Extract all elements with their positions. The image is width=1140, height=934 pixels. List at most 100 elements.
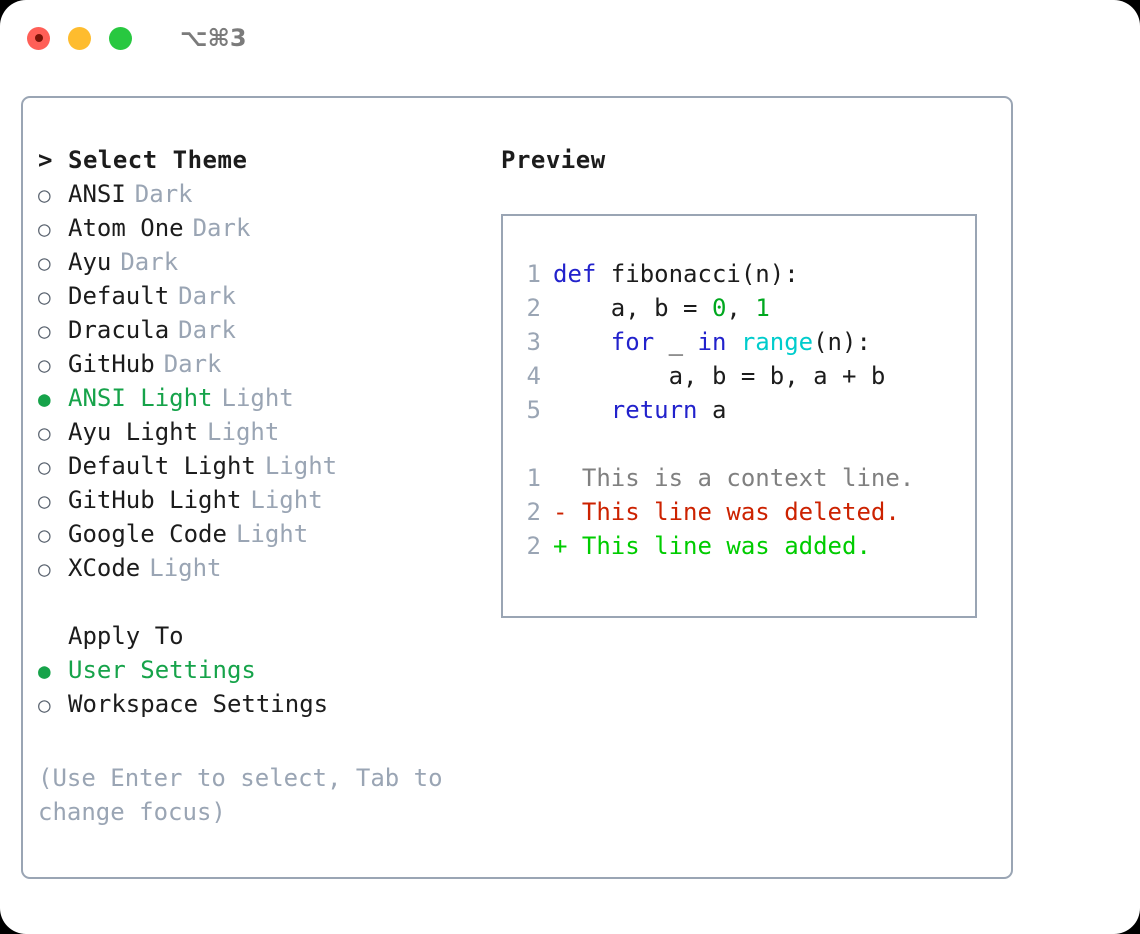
caret-icon: > (38, 146, 53, 174)
maximize-window-button[interactable] (109, 26, 132, 50)
diff-line-number: 1 (526, 464, 541, 492)
diff-line-number: 2 (526, 498, 541, 526)
radio-unselected-icon: ○ (38, 319, 51, 343)
apply-to-prefix (38, 622, 68, 650)
diff-marker: - (553, 498, 582, 526)
traffic-lights (27, 26, 132, 50)
radio-unselected-icon: ○ (38, 183, 51, 207)
radio-unselected-icon: ○ (38, 693, 51, 717)
apply-to-option[interactable]: ●User Settings (38, 656, 488, 690)
code-token-plain: a, b = b, a + b (553, 362, 886, 390)
code-line: 2 a, b = 0, 1 (515, 294, 975, 328)
theme-list-item[interactable]: ○ Ayu Light Light (38, 418, 488, 452)
line-number: 5 (526, 396, 541, 424)
code-token-kw: return (610, 396, 712, 424)
theme-kind-badge: Light (250, 486, 323, 514)
close-icon (34, 34, 43, 42)
code-token-plain (553, 328, 611, 356)
close-window-button[interactable] (27, 26, 50, 50)
diff-sample: 1 This is a context line.2- This line wa… (515, 464, 975, 566)
theme-name: Default Light (68, 452, 256, 480)
radio-unselected-icon: ○ (38, 489, 51, 513)
theme-name: ANSI Light (68, 384, 213, 412)
code-line-text: for _ in range(n): (553, 328, 871, 356)
diff-line: 2+ This line was added. (515, 532, 975, 566)
code-line-text: def fibonacci(n): (553, 260, 799, 288)
diff-line-text: This line was deleted. (581, 498, 900, 526)
code-token-kw: in (697, 328, 741, 356)
line-number: 1 (526, 260, 541, 288)
theme-kind-badge: Dark (134, 180, 193, 208)
theme-kind-badge: Light (264, 452, 338, 480)
radio-unselected-icon: ○ (38, 421, 51, 445)
apply-to-header-label: Apply To (68, 622, 184, 650)
code-line-text: a, b = b, a + b (553, 362, 886, 390)
list-spacer (38, 588, 488, 622)
radio-unselected-icon: ○ (38, 455, 51, 479)
theme-kind-badge: Light (207, 418, 280, 446)
theme-name: Ayu (68, 248, 112, 276)
select-theme-header: > Select Theme (38, 146, 488, 180)
apply-to-list: ●User Settings ○ Workspace Settings (38, 656, 488, 724)
code-token-num: 0 (711, 294, 727, 322)
code-token-plain: (n): (813, 328, 871, 356)
code-line: 3 for _ in range(n): (515, 328, 975, 362)
title-bar: ⌥⌘3 (0, 0, 1140, 76)
diff-line: 1 This is a context line. (515, 464, 975, 498)
code-line: 4 a, b = b, a + b (515, 362, 975, 396)
diff-marker: + (553, 532, 582, 560)
theme-list-item[interactable]: ○ Default Light Light (38, 452, 488, 486)
diff-line-text: This is a context line. (581, 464, 915, 492)
minimize-window-button[interactable] (68, 26, 91, 50)
radio-unselected-icon: ○ (38, 523, 51, 547)
theme-kind-badge: Dark (120, 248, 179, 276)
theme-name: GitHub (68, 350, 155, 378)
theme-name: ANSI (68, 180, 126, 208)
radio-selected-icon: ● (38, 387, 51, 411)
code-line-text: return a (553, 396, 727, 424)
theme-name: XCode (68, 554, 141, 582)
keyboard-shortcut-label: ⌥⌘3 (180, 24, 247, 52)
code-token-plain: a, b = (553, 294, 712, 322)
code-token-plain: fibonacci(n): (610, 260, 799, 288)
code-line: 5 return a (515, 396, 975, 430)
code-token-kw: for (610, 328, 669, 356)
radio-unselected-icon: ○ (38, 285, 51, 309)
theme-kind-badge: Dark (192, 214, 251, 242)
code-line-text: a, b = 0, 1 (553, 294, 770, 322)
code-line: 1 def fibonacci(n): (515, 260, 975, 294)
theme-name: Google Code (68, 520, 227, 548)
apply-to-label: User Settings (68, 656, 256, 684)
code-token-plain: a (711, 396, 727, 424)
theme-list-item[interactable]: ○ ANSI Dark (38, 180, 488, 214)
theme-kind-badge: Light (235, 520, 309, 548)
select-theme-header-label: Select Theme (68, 146, 248, 174)
apply-to-label: Workspace Settings (68, 690, 329, 718)
preview-title: Preview (501, 146, 606, 174)
line-number: 4 (526, 362, 541, 390)
keyboard-hint: (Use Enter to select, Tab to change focu… (38, 764, 443, 826)
theme-name: Ayu Light (68, 418, 199, 446)
theme-kind-badge: Dark (178, 316, 236, 344)
radio-unselected-icon: ○ (38, 353, 51, 377)
theme-name: Atom One (68, 214, 184, 242)
theme-kind-badge: Light (149, 554, 222, 582)
code-token-kw: def (553, 260, 611, 288)
code-token-plain: , (726, 294, 756, 322)
apply-to-option[interactable]: ○ Workspace Settings (38, 690, 488, 724)
theme-list-item[interactable]: ○ Google Code Light (38, 520, 488, 554)
diff-line-number: 2 (526, 532, 541, 560)
